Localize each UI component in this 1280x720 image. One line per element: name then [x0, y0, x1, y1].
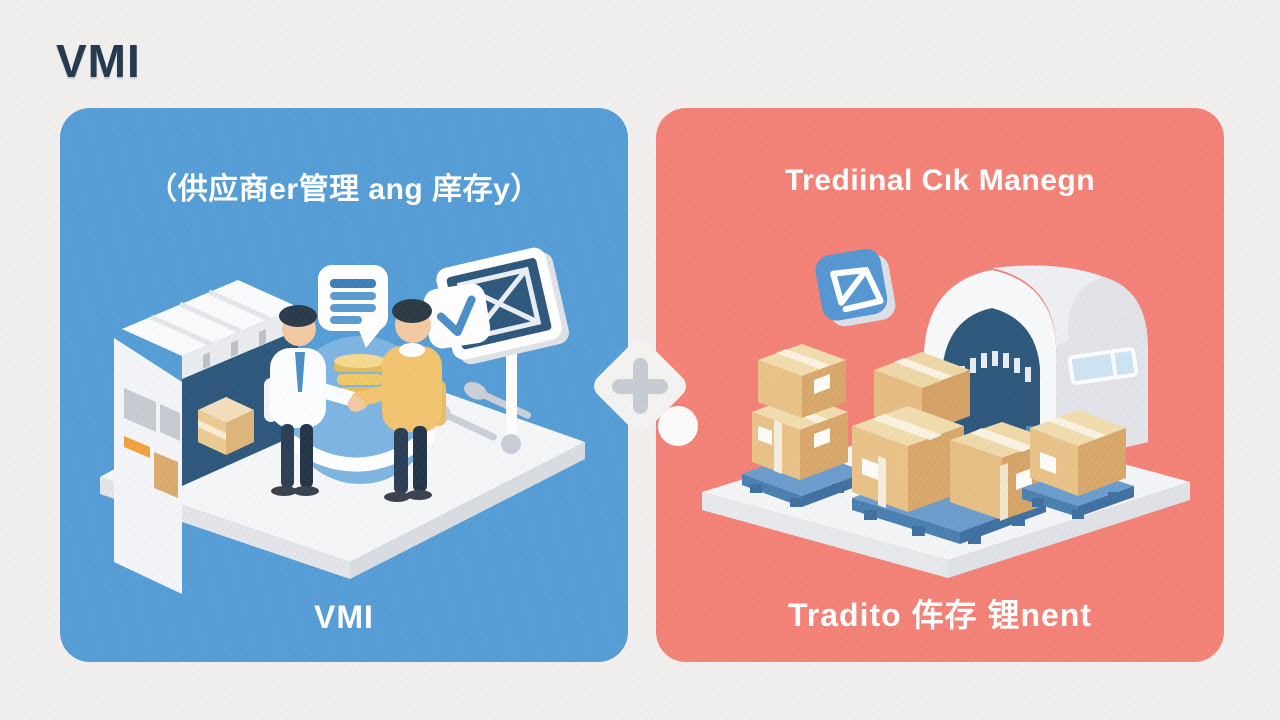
warehouse-window: [1067, 347, 1139, 385]
page-title: VMI: [56, 35, 141, 87]
factory-building: [114, 280, 298, 594]
vmi-illustration: [100, 247, 585, 594]
box-single-right: [1022, 410, 1134, 519]
traditional-illustration: [658, 248, 1190, 578]
crossed-box-icon: [815, 248, 896, 327]
box-group-middle: [852, 352, 1054, 544]
plus-divider: [589, 335, 691, 437]
person-buyer: [348, 299, 446, 502]
speech-bubble-icon: [318, 265, 388, 348]
traditional-panel: Trediinal Cık Manegn: [656, 108, 1224, 662]
check-badge-icon: [423, 283, 491, 349]
pallet-box: [198, 397, 254, 455]
traditional-panel-header: Trediinal Cık Manegn: [784, 164, 1096, 197]
edge-artifact: [658, 406, 698, 446]
vmi-panel-header: （供应商er管理 ang 庠存y）: [147, 173, 541, 206]
box-stack-left: [742, 344, 866, 507]
person-supplier: [264, 305, 368, 496]
vmi-panel-caption: VMI: [314, 599, 374, 635]
envelope-signpost-icon: [423, 247, 569, 454]
traditional-panel-caption: Tradito 伡存 锂nent: [787, 597, 1092, 633]
plus-icon: [604, 350, 676, 422]
vmi-panel: （供应商er管理 ang 庠存y）: [60, 108, 628, 662]
